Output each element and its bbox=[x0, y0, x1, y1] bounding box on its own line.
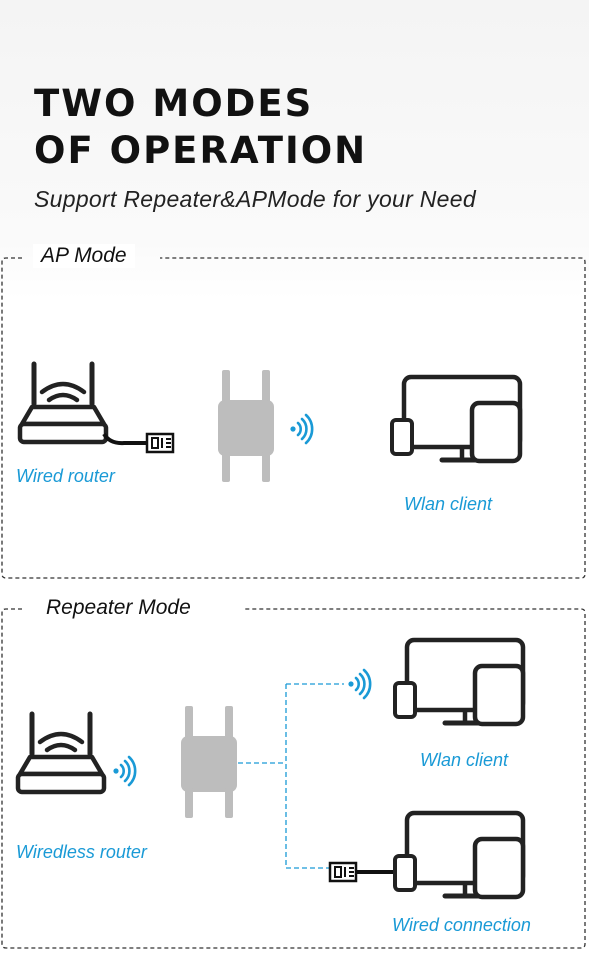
title-line-2: OF OPERATION bbox=[34, 129, 368, 172]
repeater-ethernet-plug-icon bbox=[328, 861, 358, 883]
ap-mode-label: AP Mode bbox=[33, 244, 135, 268]
repeater-wireless-router-icon bbox=[18, 714, 104, 792]
title-line-1: TWO MODES bbox=[34, 82, 314, 125]
repeater-wlan-client-caption: Wlan client bbox=[420, 750, 509, 770]
ap-wlan-client-caption: Wlan client bbox=[404, 494, 493, 514]
ap-wired-router-caption: Wired router bbox=[16, 466, 115, 486]
repeater-connection-lines bbox=[238, 683, 344, 869]
repeater-router-wifi-icon bbox=[112, 755, 137, 787]
ap-ethernet-cable bbox=[102, 432, 148, 446]
repeater-mode-label: Repeater Mode bbox=[38, 596, 199, 620]
repeater-wlan-client-devices-icon bbox=[395, 640, 523, 724]
repeater-wired-devices-icon bbox=[395, 813, 523, 897]
page-title: TWO MODES OF OPERATION bbox=[34, 80, 474, 174]
repeater-wired-connection-caption: Wired connection bbox=[392, 915, 531, 935]
repeater-wireless-router-caption: Wiredless router bbox=[16, 842, 147, 862]
repeater-extender-icon bbox=[181, 706, 237, 818]
repeater-client-wifi-icon bbox=[347, 668, 372, 700]
repeater-mode-frame bbox=[1, 608, 586, 949]
ap-wlan-client-devices-icon bbox=[392, 377, 520, 461]
ap-ethernet-plug-icon bbox=[145, 432, 175, 454]
ap-wifi-signal-icon bbox=[289, 413, 314, 445]
ap-mode-frame bbox=[1, 257, 586, 579]
ap-extender-icon bbox=[218, 370, 274, 482]
ap-wired-router-icon bbox=[20, 364, 106, 442]
page-subtitle: Support Repeater&APMode for your Need bbox=[34, 186, 476, 212]
